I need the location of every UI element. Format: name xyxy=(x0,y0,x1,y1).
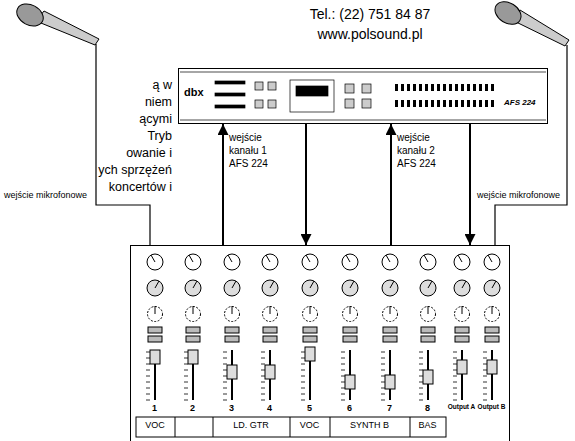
microphone-cable xyxy=(495,45,567,245)
signal-arrow xyxy=(390,124,392,245)
channel-number: 6 xyxy=(347,403,352,414)
model-name: AFS 224 xyxy=(504,98,536,108)
output-label: Output B xyxy=(478,403,506,411)
microphone-cable xyxy=(96,44,150,245)
website: www.polsound.pl xyxy=(270,26,470,44)
phone-number: Tel.: (22) 751 84 87 xyxy=(270,6,470,24)
mixing-console: 1 2 3 4 5 6 7 8 Output AOutput B VOC LD. GTR VOC SYN… xyxy=(130,245,510,441)
channel-name: VOC xyxy=(145,420,165,431)
channel-number: 8 xyxy=(425,403,430,414)
channel-number: 1 xyxy=(152,403,157,414)
microphone xyxy=(13,0,99,45)
input-label: wejście mikrofonowe xyxy=(477,190,560,201)
paragraph-line: ych sprzężeń xyxy=(30,163,172,179)
paragraph-line: ą w xyxy=(30,78,172,94)
signal-arrow xyxy=(469,124,471,245)
channel-strip xyxy=(146,254,500,400)
paragraph-line: niem xyxy=(30,95,172,111)
channel-name: LD. GTR xyxy=(233,420,269,431)
channel-name: VOC xyxy=(300,420,320,431)
paragraph-line: Tryb xyxy=(30,129,172,145)
output-label: Output A xyxy=(448,403,476,411)
channel-number: 7 xyxy=(387,403,392,414)
channel-number: 3 xyxy=(229,403,234,414)
arrow-label: wejście kanału 2 AFS 224 xyxy=(397,131,455,170)
microphone xyxy=(491,0,569,46)
channel-number: 2 xyxy=(190,403,195,414)
signal-arrow xyxy=(222,124,224,245)
channel-name: SYNTH B xyxy=(350,420,389,431)
signal-arrow xyxy=(305,124,307,245)
scribble-strip xyxy=(136,417,446,437)
arrow-label: wejście kanału 1 AFS 224 xyxy=(229,131,287,170)
brand-logo: dbx xyxy=(184,86,204,99)
paragraph-line: ącymi xyxy=(30,112,172,128)
paragraph-line: owanie i xyxy=(30,146,172,162)
fader-cap xyxy=(150,347,497,389)
input-label: wejście mikrofonowe xyxy=(4,190,87,201)
channel-number: 5 xyxy=(307,403,312,414)
channel-number: 4 xyxy=(267,403,272,414)
rack-unit: dbxAFS 224 xyxy=(178,68,548,124)
channel-name: BAS xyxy=(418,420,436,431)
rack-panel xyxy=(180,72,546,120)
